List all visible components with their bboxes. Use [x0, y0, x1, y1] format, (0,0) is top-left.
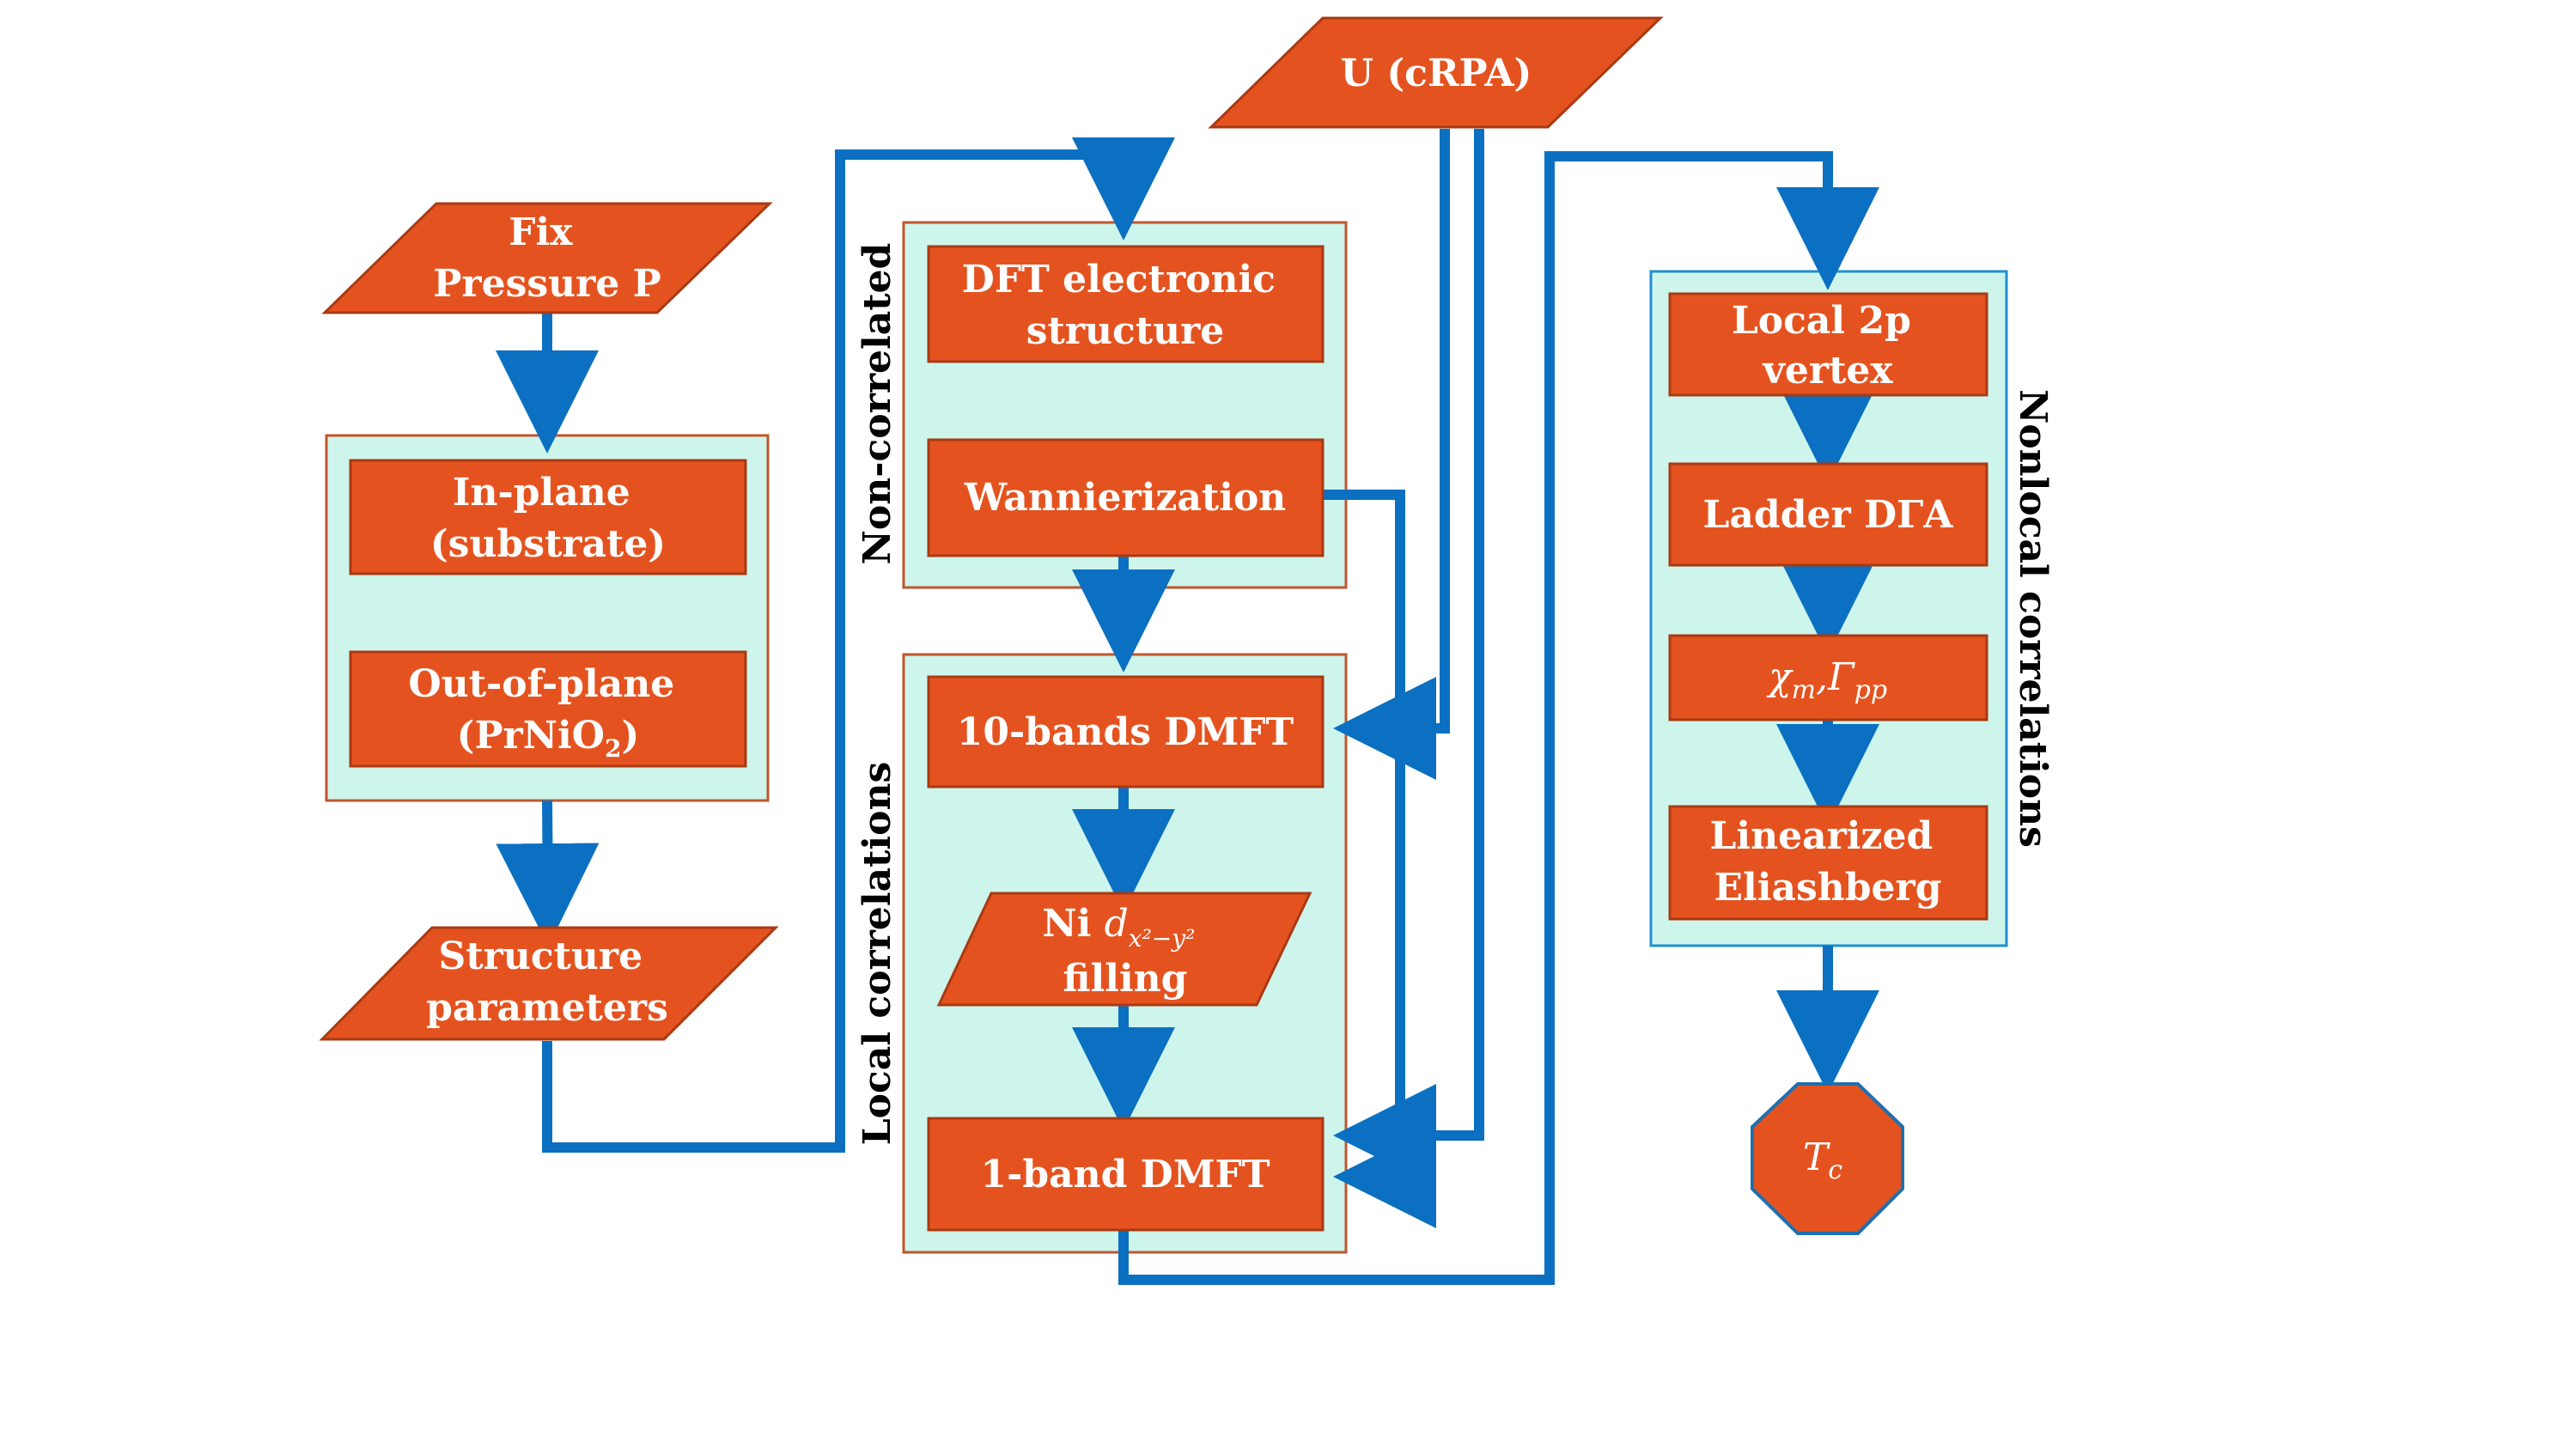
in-plane-text: In-plane (substrate) [430, 471, 666, 566]
out-of-plane-line2: (PrNiO2) [457, 714, 640, 763]
eliashberg-node [1668, 805, 1988, 921]
arrow-u-to-10band [1333, 129, 1450, 780]
eliashberg-text: Linearized Eliashberg [1709, 814, 1946, 910]
arrow-u-to-1band [1333, 129, 1484, 1187]
wannierization-text: Wannierization [964, 476, 1287, 520]
fix-pressure-text: Fix Pressure P [433, 210, 661, 306]
local-vertex-text: Local 2p vertex [1732, 299, 1924, 393]
arrow-wannier-to-1band [1321, 490, 1436, 1228]
tc-symbol: T [1803, 1135, 1831, 1179]
out-of-plane-close: ) [622, 714, 640, 758]
tc-subscript: c [1828, 1155, 1842, 1185]
structure-parameters-text: Structure parameters [426, 935, 668, 1030]
in-plane-line2: (substrate) [430, 522, 666, 566]
in-plane-node [349, 459, 747, 575]
out-of-plane-line1: Out-of-plane [408, 662, 674, 706]
in-plane-line1: In-plane [453, 471, 630, 514]
non-correlated-label: Non-correlated [856, 243, 899, 565]
connectors [496, 129, 1879, 1285]
eliashberg-line2: Eliashberg [1714, 866, 1942, 910]
one-band-dmft-node [927, 1117, 1325, 1232]
tc-text: Tc [1803, 1135, 1842, 1185]
chi-symbol: χ [1766, 655, 1793, 699]
chi-gamma-node [1668, 634, 1988, 721]
gamma-symbol: Γ [1827, 655, 1855, 699]
out-of-plane-subscript: 2 [605, 734, 621, 763]
wannierization-node [927, 438, 1325, 557]
dft-line2: structure [1026, 309, 1225, 353]
chi-gamma-text: χm,Γpp [1766, 655, 1887, 705]
ni-prefix: Ni [1042, 902, 1104, 946]
dft-line1: DFT electronic [962, 258, 1276, 301]
structure-parameters-node [319, 926, 779, 1041]
arrow-structure-group-to-params [496, 800, 600, 947]
ten-band-dmft-node [927, 675, 1325, 788]
ladder-text: Ladder DΓA [1702, 493, 1953, 537]
nonlocal-correlations-label: Nonlocal correlations [2011, 389, 2055, 848]
out-of-plane-formula: (PrNiO [457, 714, 605, 758]
out-of-plane-text: Out-of-plane (PrNiO2) [408, 662, 687, 763]
chi-comma: , [1816, 655, 1828, 699]
dft-node [927, 245, 1325, 363]
ni-d-subscript: x²−y² [1129, 924, 1196, 953]
arrow-1band-to-vertex [1118, 151, 1879, 1285]
out-of-plane-node [349, 650, 747, 768]
local-correlations-label: Local correlations [856, 762, 899, 1146]
chi-subscript: m [1792, 675, 1816, 705]
one-band-dmft-text: 1-band DMFT [980, 1153, 1270, 1196]
ten-band-dmft-text: 10-bands DMFT [957, 710, 1294, 754]
local-vertex-line1: Local 2p [1732, 299, 1911, 343]
ni-d: d [1105, 902, 1129, 946]
dft-text: DFT electronic structure [962, 258, 1289, 353]
structure-parameters-line2: parameters [426, 986, 668, 1030]
structure-parameters-line1: Structure [439, 935, 643, 978]
ni-filling-line1: Ni dx²−y² [1042, 902, 1195, 953]
local-vertex-line2: vertex [1762, 349, 1893, 393]
u-crpa-node [1208, 16, 1664, 129]
ni-filling-node [936, 892, 1312, 1007]
eliashberg-line1: Linearized [1709, 814, 1933, 858]
ni-filling-text: Ni dx²−y² filling [1042, 902, 1208, 1001]
u-crpa-text: U (cRPA) [1341, 52, 1532, 95]
ni-filling-line2: filling [1063, 957, 1188, 1001]
gamma-subscript: pp [1854, 675, 1887, 705]
arrow-params-to-dft [542, 137, 1175, 1153]
local-vertex-node [1668, 292, 1988, 397]
fix-pressure-line1: Fix [509, 210, 573, 254]
ladder-node [1668, 462, 1988, 567]
fix-pressure-line2: Pressure P [433, 262, 661, 306]
fix-pressure-node [321, 202, 773, 314]
tc-node [1751, 1082, 1904, 1235]
